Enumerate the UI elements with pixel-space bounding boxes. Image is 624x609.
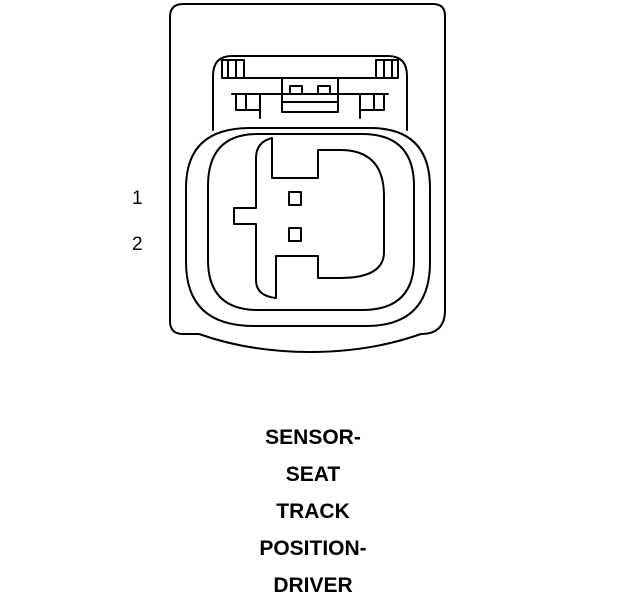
- caption-line-4: POSITION-: [259, 537, 367, 560]
- caption-line-2: SEAT: [285, 463, 341, 486]
- mating-face-outer: [185, 127, 431, 327]
- socket-cavity: [233, 137, 385, 299]
- terminal-2: [288, 227, 302, 242]
- mating-face-inner: [207, 133, 415, 311]
- pin-label-2: 2: [132, 234, 143, 255]
- caption-line-5: DRIVER: [273, 574, 353, 597]
- pin-label-1: 1: [132, 188, 143, 209]
- connector-housing-outline: [169, 3, 446, 353]
- connector-caption: SENSOR- SEAT TRACK POSITION- DRIVER: [0, 424, 624, 609]
- terminal-1: [288, 191, 302, 206]
- caption-line-3: TRACK: [276, 500, 350, 523]
- caption-line-1: SENSOR-: [265, 426, 361, 449]
- latch-assembly: [212, 55, 408, 131]
